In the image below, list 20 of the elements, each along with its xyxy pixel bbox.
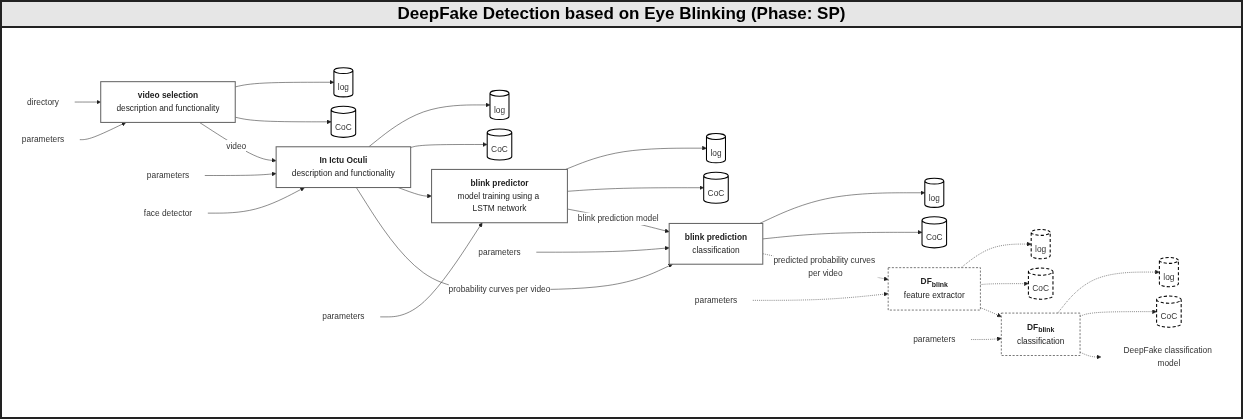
node-text: DeepFake classification model	[1123, 345, 1212, 368]
node-text: parameters	[478, 247, 521, 257]
node-box: blink prediction classification	[668, 222, 764, 265]
node-box: DF$_{blink}$ feature extractor	[887, 267, 981, 311]
edge-label: video	[226, 141, 247, 151]
node-text: face detector	[143, 208, 193, 218]
node-box: blink predictor model training using a LSTM network	[431, 168, 568, 224]
diagram-title: DeepFake Detection based on Eye Blinking (Phase: SP)	[2, 2, 1241, 28]
node-text: parameters	[913, 334, 956, 344]
node-box: DF$_{blink}$ classification	[1000, 312, 1081, 356]
node-text: parameters	[146, 170, 190, 180]
node-text: parameters	[694, 295, 738, 305]
node-text: directory	[26, 97, 60, 107]
edge-label: predicted probability curves per video	[773, 255, 876, 278]
node-box: In Ictu Oculi description and functionality	[275, 146, 412, 189]
edge-label: blink prediction model	[577, 214, 659, 223]
edge-label: probability curves per video	[448, 285, 551, 294]
node-text: parameters	[322, 312, 365, 322]
node-text: parameters	[21, 134, 65, 144]
node-box: video selection description and functionality	[100, 81, 236, 123]
